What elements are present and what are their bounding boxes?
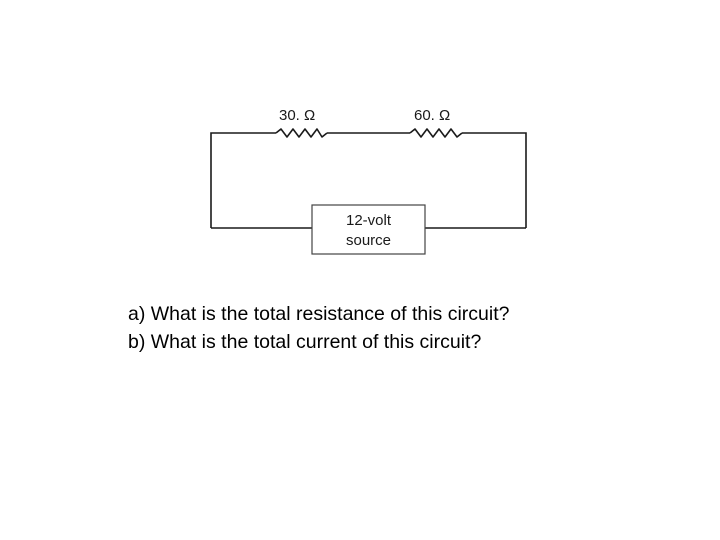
voltage-source-box [311, 204, 426, 255]
question-b: b) What is the total current of this cir… [128, 331, 482, 353]
resistor-1-zigzag [275, 128, 328, 138]
wire-top-right [462, 132, 527, 228]
voltage-source-label-line2: source [346, 232, 391, 249]
resistor-1-label: 30. Ω [279, 107, 315, 124]
resistor-2-zigzag [409, 128, 463, 138]
question-a: a) What is the total resistance of this … [128, 303, 510, 325]
resistor-2-label: 60. Ω [414, 107, 450, 124]
voltage-source-label-line1: 12-volt [346, 212, 392, 229]
question-block: a) What is the total resistance of this … [128, 300, 688, 356]
wire-top-left [210, 132, 276, 228]
